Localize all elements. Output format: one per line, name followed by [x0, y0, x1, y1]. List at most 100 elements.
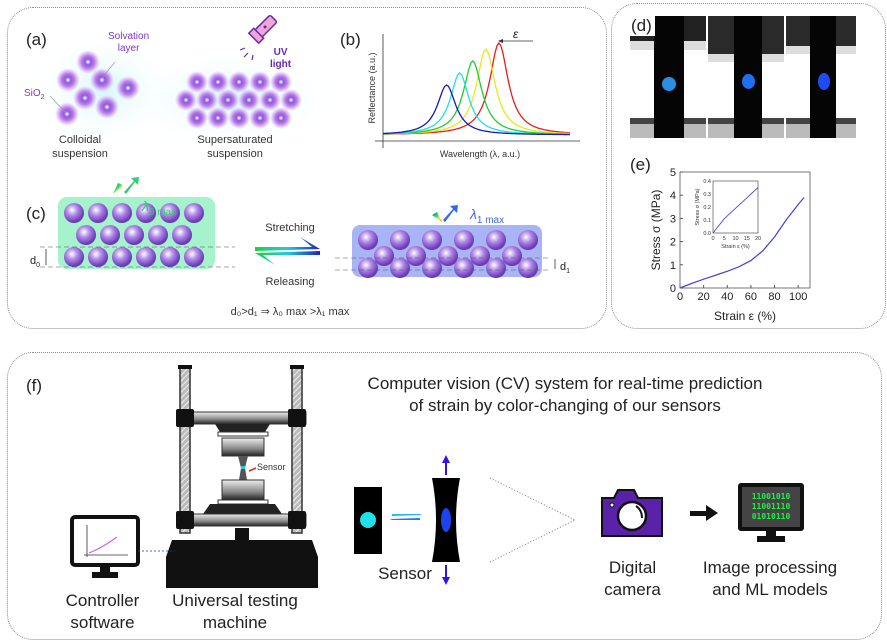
releasing-arrow — [255, 251, 320, 265]
sensor-dot — [742, 74, 755, 89]
sio2-label: SiO2 — [24, 88, 45, 101]
inset-x-axis-label: Strain ε (%) — [721, 244, 750, 250]
crosshead-block — [288, 511, 306, 529]
supersaturated-particles — [175, 71, 302, 129]
lattice-particle — [88, 203, 108, 223]
lattice-particle — [390, 230, 410, 250]
inset-y-tick-label: 0.3 — [703, 192, 711, 198]
sensor-caption: Sensor — [378, 564, 432, 583]
lattice-particle — [88, 247, 108, 267]
inset-y-tick-label: 0.2 — [703, 205, 711, 211]
x-tick-label: 100 — [789, 291, 807, 303]
crosshead-block — [176, 511, 194, 529]
reflectance-curve-red — [383, 41, 571, 135]
lattice-particle — [136, 203, 156, 223]
lattice-particle — [454, 230, 474, 250]
inset-x-tick-label: 5 — [723, 236, 726, 242]
incident-light-icon — [432, 212, 442, 222]
reflectance-curve-yellow — [383, 47, 571, 135]
y-axis-label: Reflectance (a.u.) — [367, 52, 377, 123]
lattice-particle — [518, 258, 538, 278]
machine-base — [166, 540, 318, 588]
digital-camera-icon — [601, 489, 663, 537]
panel-f — [7, 352, 882, 640]
controller-monitor-icon — [70, 515, 175, 578]
lattice-particle — [184, 247, 204, 267]
leader-line — [49, 95, 66, 113]
stretch-up-arrowhead — [442, 455, 450, 463]
upper-plate — [217, 431, 269, 437]
stretching-label: Stretching — [265, 222, 315, 234]
binary-line: 11001010 — [751, 492, 791, 501]
lambda0-label: λ0 max — [142, 198, 177, 218]
panel-d-label: (d) — [628, 16, 655, 36]
reflected-light-arrow-green — [124, 177, 139, 194]
inset-y-axis-label: Stress σ (MPa) — [695, 188, 701, 225]
lattice-particle — [422, 230, 442, 250]
lattice-particle — [390, 258, 410, 278]
column-cap — [178, 365, 192, 369]
universal-testing-machine-illustration: Sensor — [166, 365, 318, 588]
d1-label: d1 — [560, 261, 571, 276]
lattice-particle — [64, 247, 84, 267]
photonic-crystal-stretching-diagram — [40, 177, 320, 269]
lattice-particle — [358, 258, 378, 278]
lattice-particle — [486, 230, 506, 250]
x-tick-label: 60 — [745, 291, 757, 303]
left-column — [179, 367, 191, 534]
lattice-particle — [358, 230, 378, 250]
y-tick-label: 2 — [670, 237, 676, 249]
strain-symbol: ε — [513, 27, 519, 41]
lattice-particle — [172, 225, 192, 245]
sensor-photo-2 — [708, 16, 784, 138]
upper-crosshead — [177, 411, 307, 425]
panel-f-label: (f) — [26, 376, 43, 395]
panel-c-label: (c) — [26, 204, 46, 223]
inset-x-tick-label: 20 — [755, 236, 761, 242]
plot-frame — [679, 171, 811, 289]
base-shaft — [235, 528, 249, 540]
lattice-particle — [112, 247, 132, 267]
sensor-callout-arrow — [248, 467, 257, 472]
right-arrow-icon — [690, 505, 718, 521]
lower-grip-mount — [203, 504, 282, 514]
crosshead-block — [176, 409, 194, 427]
lattice-particle — [100, 225, 120, 245]
lambda1-label: λ1 max — [470, 206, 505, 226]
x-axis-label: Wavelength (λ, a.u.) — [440, 149, 520, 159]
y-tick-label: 3 — [670, 213, 676, 225]
column-cap — [290, 365, 304, 369]
photonic-crystal-stretched — [335, 205, 556, 278]
camera-view-line — [489, 519, 576, 563]
panel-de — [611, 3, 886, 329]
colloidal-suspension-illustration — [30, 14, 340, 150]
inset-frame — [712, 180, 759, 234]
uv-rays — [239, 47, 254, 61]
lower-grip — [221, 479, 265, 501]
inset-x-tick-label: 10 — [732, 236, 738, 242]
uv-flashlight-icon — [247, 14, 278, 45]
inset-x-tick-label: 15 — [744, 236, 750, 242]
camera-view-line — [489, 477, 576, 521]
ml-monitor-stand — [766, 531, 776, 537]
lattice-particle — [422, 258, 442, 278]
lower-crosshead — [177, 513, 307, 527]
lattice-particle — [184, 203, 204, 223]
stretch-arrow-icon — [392, 510, 422, 516]
cv-system-title: Computer vision (CV) system for real-tim… — [367, 374, 763, 415]
panel-b-label: (b) — [340, 30, 361, 49]
lattice-particle — [470, 246, 490, 266]
leader-line — [101, 61, 116, 79]
stretching-arrow — [255, 237, 320, 251]
inset-curve — [712, 187, 759, 234]
inset-y-tick-label: 0.4 — [703, 179, 711, 185]
sensor-dot — [662, 77, 676, 91]
sensor-photo-1 — [630, 16, 706, 138]
panel-e-label: (e) — [630, 155, 651, 174]
